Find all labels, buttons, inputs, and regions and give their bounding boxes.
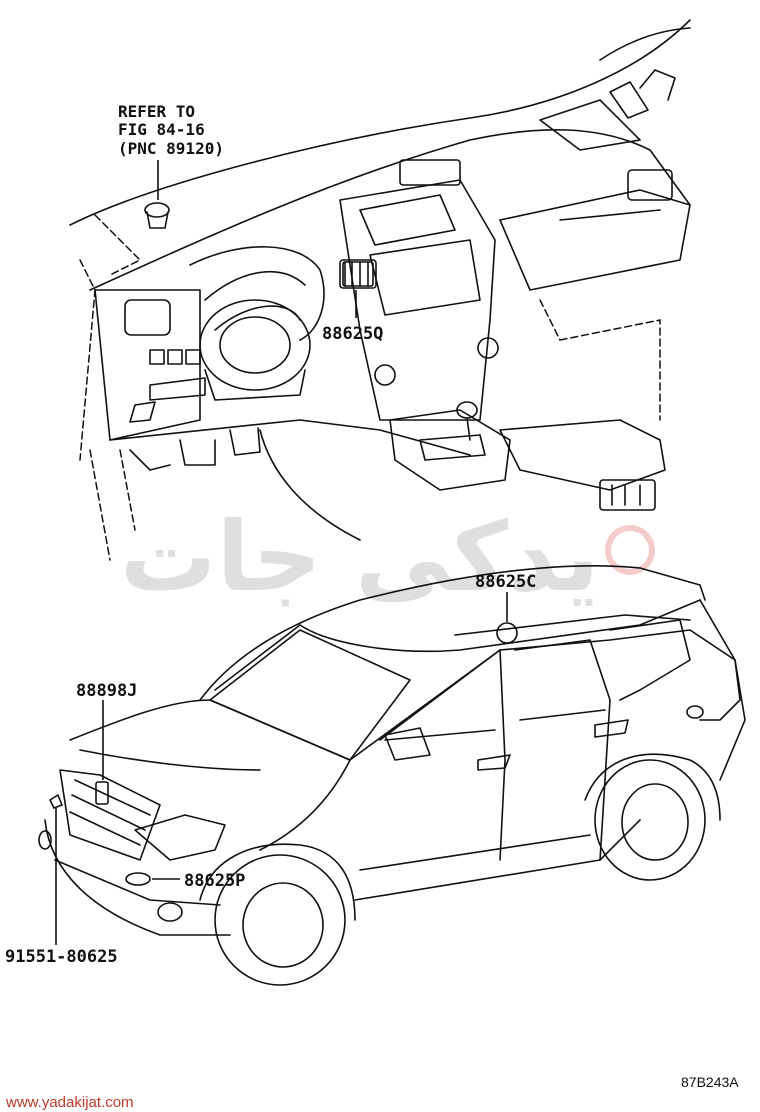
sensor-88625Q-icon <box>342 261 374 287</box>
dashboard-illustration <box>69 19 691 561</box>
refer-line-2: FIG 84-16 <box>118 120 205 139</box>
part-label-91551-80625: 91551-80625 <box>5 947 118 967</box>
refer-line-1: REFER TO <box>118 102 195 121</box>
watermark-gear-icon <box>605 525 655 575</box>
watermark-url[interactable]: www.yadakijat.com <box>5 1094 134 1111</box>
refer-line-3: (PNC 89120) <box>118 139 224 158</box>
part-label-88625C: 88625C <box>475 572 536 592</box>
sensor-88625P-icon <box>125 872 151 886</box>
sensor-89120-icon <box>144 202 170 218</box>
diagram-code: 87B243A <box>681 1074 739 1090</box>
sensor-88625C-icon <box>496 622 518 644</box>
clip-91551-icon <box>49 794 63 809</box>
part-label-88898J: 88898J <box>76 681 137 701</box>
sensor-88898J-icon <box>95 781 109 805</box>
watermark-logo: یدکی جات <box>120 501 655 613</box>
watermark-logo-text: یدکی جات <box>120 501 600 613</box>
part-label-88625P: 88625P <box>184 871 245 891</box>
part-label-88625Q: 88625Q <box>322 324 383 344</box>
vehicle-illustration <box>38 565 746 986</box>
